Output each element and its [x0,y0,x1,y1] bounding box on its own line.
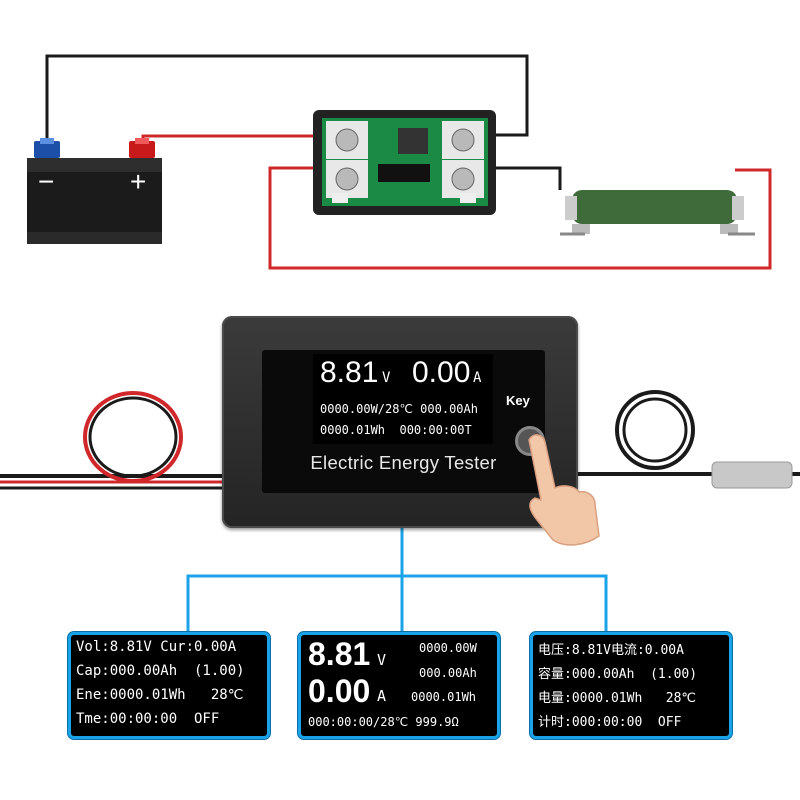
screen-chinese-row-4: 计时:000:00:00 OFF [538,715,682,730]
black-wire-top [45,54,529,148]
screen-english-row-4: Tme:00:00:00 OFF [76,711,220,727]
screen-english-row-2: Cap:000.00Ah (1.00) [76,663,245,679]
tester-line-power: 0000.00W/28℃ 000.00Ah [320,402,478,416]
battery-icon [27,138,162,244]
pcb-module [313,110,496,215]
battery-minus-sign: − [38,166,55,197]
tester-current-unit: A [473,370,482,386]
tester-voltage-unit: V [382,370,391,386]
temperature-probe [578,390,800,489]
screen-big-capacity: 000.00Ah [419,666,477,680]
battery-plus-sign: + [130,166,147,197]
tester-line-energy: 0000.01Wh 000:00:00T [320,423,472,437]
screen-big-current-unit: A [377,687,387,705]
key-label: Key [506,393,530,408]
screen-english-row-3: Ene:0000.01Wh 28℃ [76,687,244,703]
pointing-hand-icon [528,434,600,546]
screen-big-voltage: 8.81 [308,636,371,672]
screen-big-voltage-unit: V [377,651,387,669]
screen-chinese: 电压:8.81V电流:0.00A 容量:000.00Ah (1.00) 电量:0… [530,632,732,739]
screen-big-power: 0000.00W [419,641,477,655]
screen-big-energy: 0000.01Wh [411,690,477,704]
screen-english: Vol:8.81V Cur:0.00A Cap:000.00Ah (1.00) … [68,632,270,739]
red-wire-loop [268,166,772,270]
tester-brand: Electric Energy Tester [310,452,497,473]
screen-big-current: 0.00 [308,673,371,709]
meter-left-wires [0,391,225,490]
screen-chinese-row-2: 容量:000.00Ah (1.00) [538,667,698,682]
screen-big-bottom: 000:00:00/28℃ 999.9Ω [308,715,459,729]
screen-chinese-row-3: 电量:0000.01Wh 28℃ [538,691,696,706]
tester-voltage: 8.81 [320,356,379,389]
screen-big: 8.81 V 0.00 A 0000.00W 000.00Ah 0000.01W… [298,632,500,739]
screen-chinese-row-1: 电压:8.81V电流:0.00A [538,643,684,658]
red-wire-battery [141,134,322,148]
tester-oled [313,354,493,444]
screen-english-row-1: Vol:8.81V Cur:0.00A [76,639,237,655]
tester-current: 0.00 [412,356,471,389]
resistor-icon [560,190,755,236]
black-wire-resistor [490,166,562,190]
